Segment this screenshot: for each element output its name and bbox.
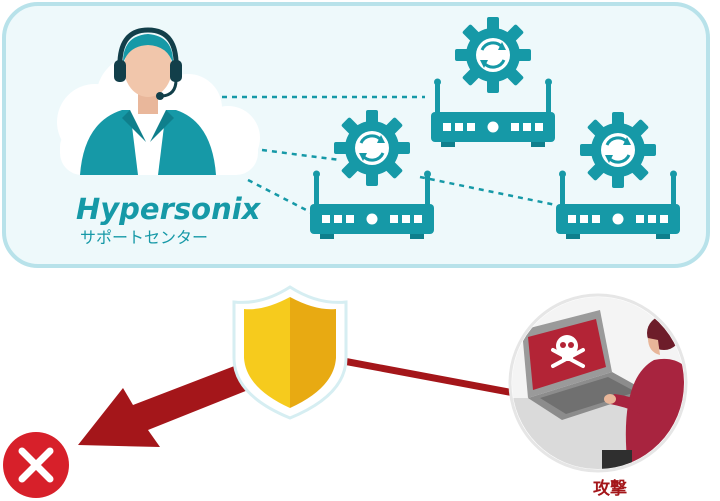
gear-icon	[578, 110, 658, 190]
shield-icon	[232, 285, 348, 420]
brand-subtitle: サポートセンター	[80, 228, 208, 247]
attack-label: 攻撃	[593, 478, 627, 499]
connection-lines	[222, 95, 557, 215]
skull-crossbones-icon	[551, 335, 585, 368]
connection-line-middle	[261, 148, 341, 162]
headset-operator-icon	[80, 27, 216, 175]
connection-line-right	[419, 175, 557, 207]
brand-name: Hypersonix	[76, 192, 262, 226]
gear-icon	[332, 108, 412, 188]
deflection-arrow	[78, 360, 258, 447]
connection-line-bottom	[247, 178, 313, 215]
hacker-at-laptop-icon	[508, 293, 688, 473]
attack-line	[337, 356, 531, 400]
close-circle-icon	[3, 432, 69, 498]
gear-icon	[453, 15, 533, 95]
